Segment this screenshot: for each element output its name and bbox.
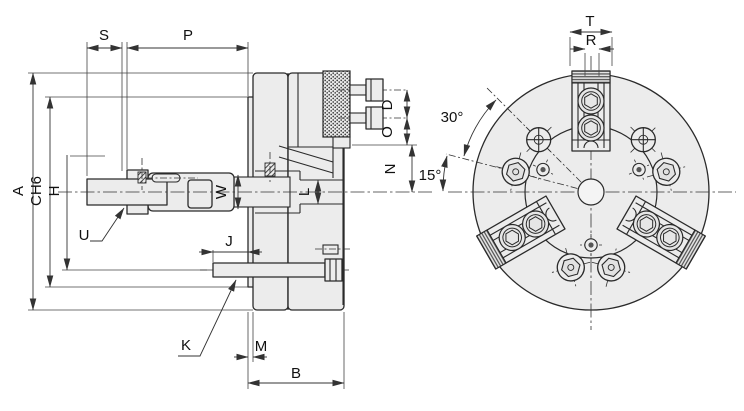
dim-label-o: O: [379, 126, 396, 138]
dim-label-s: S: [99, 27, 109, 44]
dim-label-ch6: CH6: [28, 176, 45, 206]
dim-label-m: M: [255, 338, 268, 355]
center-bore: [577, 178, 605, 206]
wedge-block: [187, 179, 213, 209]
leader-U: [90, 207, 125, 242]
jaw-mounting-screw-upper: [349, 78, 384, 102]
leader-K: [178, 279, 237, 357]
dim-label-h: H: [46, 186, 63, 197]
angle-arc-30: [463, 99, 497, 157]
dim-label-t: T: [585, 13, 594, 30]
dim-label-k: K: [181, 337, 191, 354]
jaw-serrations-section: [322, 70, 351, 138]
dim-label-d: D: [379, 99, 396, 110]
dim-label-r: R: [586, 32, 597, 49]
chuck-mounting-bolt: [200, 244, 352, 282]
dim-label-j: J: [225, 233, 233, 250]
angle-arc-15: [439, 155, 448, 192]
dimensions-front-view: [439, 28, 614, 192]
dim-label-l: L: [296, 188, 313, 196]
dimensions-left-view: [29, 44, 416, 387]
extension-lines-left: [28, 42, 417, 389]
jaw-mounting-screw-lower: [349, 106, 384, 130]
dim-label-u: U: [79, 227, 90, 244]
jaw-slot-lower: [322, 244, 339, 255]
dim-label-w: W: [213, 184, 230, 199]
front-view: T R 30° 15°: [419, 13, 736, 330]
dim-label-15deg: 15°: [419, 167, 442, 184]
dim-label-b: B: [291, 365, 301, 382]
dim-label-30deg: 30°: [441, 109, 464, 126]
dim-label-n: N: [382, 164, 399, 175]
section-jaw-and-wedge: [264, 70, 408, 305]
side-section-view: S P A CH6 H U W L J K M B D O N: [10, 27, 432, 389]
dim-label-a: A: [10, 186, 27, 196]
dim-label-p: P: [183, 27, 193, 44]
